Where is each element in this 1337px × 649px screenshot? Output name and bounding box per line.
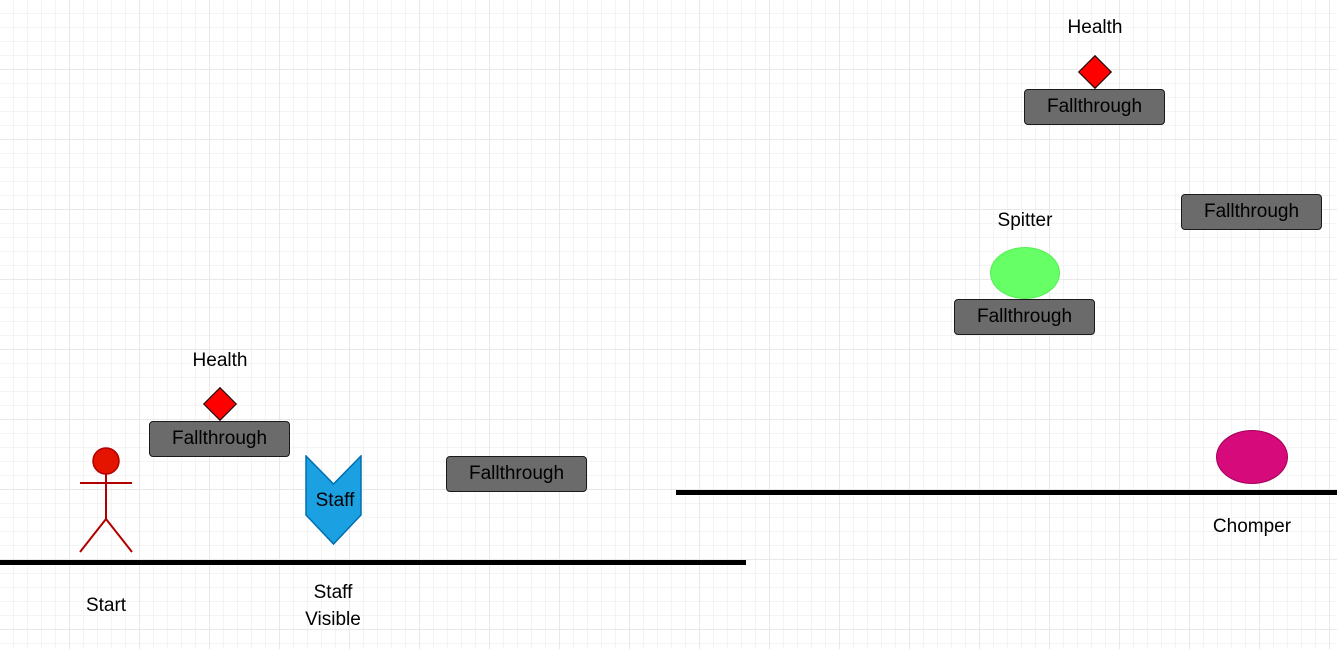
player-right-leg <box>105 518 133 553</box>
fallthrough-platform-2: Fallthrough <box>446 456 587 492</box>
fallthrough-platform-4: Fallthrough <box>1181 194 1322 230</box>
staff-pickup-label: Staff <box>315 490 355 511</box>
ground-line-right <box>676 490 1337 495</box>
staff-visible-label-line1: Staff <box>313 582 353 603</box>
staff-pickup-icon <box>305 455 362 546</box>
health-pickup-left-icon <box>203 387 237 421</box>
spitter-enemy-icon <box>990 247 1060 299</box>
health-pickup-right-icon <box>1078 55 1112 89</box>
ground-line-left <box>0 560 746 565</box>
fallthrough-platform-3: Fallthrough <box>1024 89 1165 125</box>
start-label: Start <box>85 595 127 616</box>
player-head <box>92 447 120 475</box>
health-label-right: Health <box>1067 17 1123 38</box>
chomper-enemy-icon <box>1216 430 1288 484</box>
staff-visible-label-line2: Visible <box>305 609 361 630</box>
health-label-left: Health <box>192 350 248 371</box>
fallthrough-platform-1: Fallthrough <box>149 421 290 457</box>
spitter-label: Spitter <box>997 210 1053 231</box>
player-left-leg <box>79 518 107 553</box>
fallthrough-platform-5: Fallthrough <box>954 299 1095 335</box>
start-player-figure-icon <box>79 447 133 553</box>
chomper-label: Chomper <box>1212 516 1292 537</box>
